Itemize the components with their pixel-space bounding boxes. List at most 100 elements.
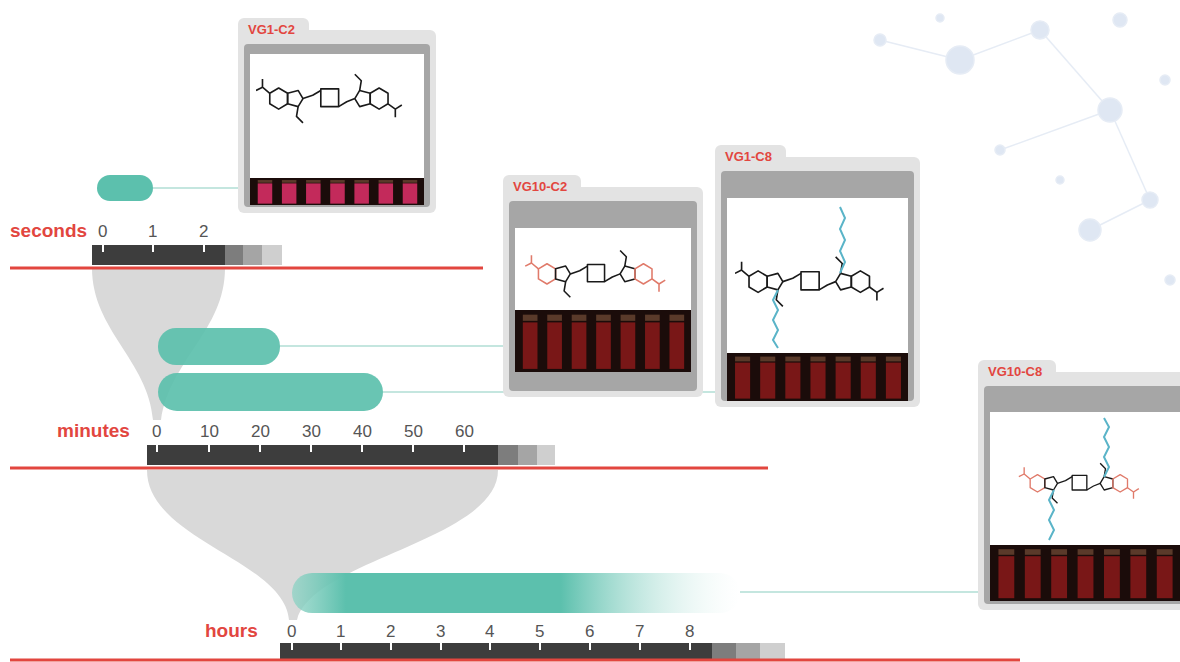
card-body	[984, 386, 1180, 604]
time-axis	[103, 245, 204, 252]
time-axis	[208, 445, 210, 452]
time-axis	[589, 643, 591, 650]
duration-bar	[292, 573, 740, 613]
network-decoration	[1142, 192, 1158, 208]
network-decoration	[874, 34, 886, 46]
axis-unit-label: minutes	[57, 421, 130, 441]
card-body	[990, 412, 1180, 545]
tick-label: 7	[635, 622, 644, 642]
network-decoration	[1098, 98, 1122, 122]
time-axis	[157, 445, 464, 452]
tick-label: 2	[199, 222, 208, 242]
time-axis	[518, 445, 537, 465]
time-axis	[489, 643, 491, 650]
time-axis	[10, 245, 483, 268]
card-body	[978, 372, 1180, 610]
network-decoration	[1056, 176, 1064, 184]
time-axis	[203, 245, 205, 252]
card-body	[250, 178, 424, 205]
tick-label: 3	[436, 622, 445, 642]
alkyl-chain	[1049, 490, 1054, 540]
card-body	[727, 198, 908, 353]
card-body	[727, 353, 908, 401]
duration-bar	[158, 373, 383, 411]
network-decoration	[946, 46, 974, 74]
card-body	[715, 157, 920, 407]
tick-label: 50	[404, 422, 423, 442]
network-decoration	[995, 145, 1005, 155]
leader-line	[153, 187, 238, 189]
time-axis	[361, 445, 363, 452]
time-axis	[280, 643, 712, 659]
network-decoration	[1031, 21, 1049, 39]
card-body	[515, 228, 691, 310]
tick-label: 0	[287, 622, 296, 642]
time-axis	[262, 245, 282, 265]
tick-label: 1	[336, 622, 345, 642]
sample-card: VG1-C8	[715, 145, 920, 407]
card-body	[244, 44, 430, 207]
tick-label: 30	[302, 422, 321, 442]
time-axis	[689, 643, 691, 650]
network-decoration	[1110, 110, 1150, 200]
card-body	[238, 30, 436, 213]
time-axis	[340, 643, 342, 650]
network-decoration	[1160, 75, 1170, 85]
time-axis	[310, 445, 312, 452]
card-tab-title: VG1-C2	[238, 18, 309, 43]
tick-label: 0	[152, 422, 161, 442]
time-axis	[156, 445, 158, 452]
card-body	[250, 54, 424, 178]
time-axis	[10, 659, 1020, 662]
card-body	[509, 201, 697, 391]
duration-bar	[97, 175, 153, 201]
card-body	[715, 157, 920, 407]
leader-line	[153, 188, 978, 592]
card-body	[503, 187, 703, 397]
card-body	[735, 257, 884, 307]
card-body	[721, 171, 914, 401]
time-axis	[10, 267, 483, 270]
tick-label: 0	[98, 222, 107, 242]
time-axis	[537, 445, 555, 465]
time-axis	[712, 643, 736, 659]
time-axis	[10, 445, 768, 468]
time-axis	[225, 245, 243, 265]
time-axis	[498, 445, 518, 465]
tick-label: 2	[386, 622, 395, 642]
time-axis	[291, 643, 293, 650]
duration-bar	[158, 328, 280, 365]
sample-card: VG1-C2	[238, 18, 436, 213]
network-decoration	[1113, 13, 1127, 27]
time-axis	[10, 643, 1020, 660]
card-body	[1019, 463, 1139, 503]
time-axis	[152, 245, 154, 252]
card-body	[978, 372, 1180, 610]
leader-line	[740, 591, 978, 593]
time-axis	[259, 445, 261, 452]
card-tab-title: VG10-C8	[978, 360, 1056, 385]
card-body	[238, 30, 436, 213]
time-axis	[639, 643, 641, 650]
axis-unit-label: seconds	[10, 221, 87, 241]
tick-label: 40	[353, 422, 372, 442]
tick-label: 6	[585, 622, 594, 642]
card-body	[256, 74, 402, 123]
time-axis	[463, 445, 465, 452]
alkyl-chain	[1104, 418, 1109, 477]
time-axis	[147, 445, 498, 465]
time-axis	[10, 467, 768, 470]
card-tab-title: VG1-C8	[715, 145, 786, 170]
tick-label: 10	[200, 422, 219, 442]
tick-label: 20	[251, 422, 270, 442]
time-axis	[412, 445, 414, 452]
time-axis	[760, 643, 785, 659]
time-axis	[390, 643, 392, 650]
network-decoration	[1040, 30, 1110, 110]
tick-label: 1	[148, 222, 157, 242]
network-decoration	[1079, 219, 1101, 241]
alkyl-chain	[840, 207, 845, 273]
card-body	[515, 310, 691, 372]
axis-unit-label: hours	[205, 621, 258, 641]
network-decoration	[1000, 110, 1110, 150]
